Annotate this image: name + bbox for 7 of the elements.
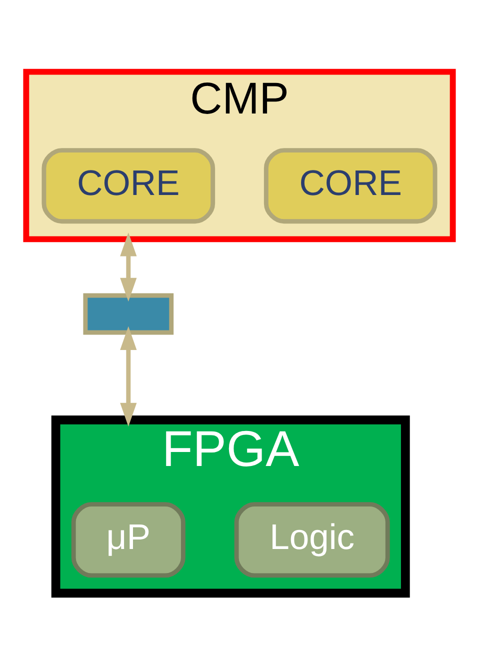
node-box: μP	[71, 502, 186, 578]
node-box	[83, 292, 174, 334]
arrow	[120, 232, 137, 302]
node-box: CORE	[42, 148, 216, 224]
node-box: CORE	[264, 148, 438, 224]
arrow	[120, 326, 137, 426]
node-box: Logic	[234, 502, 390, 578]
